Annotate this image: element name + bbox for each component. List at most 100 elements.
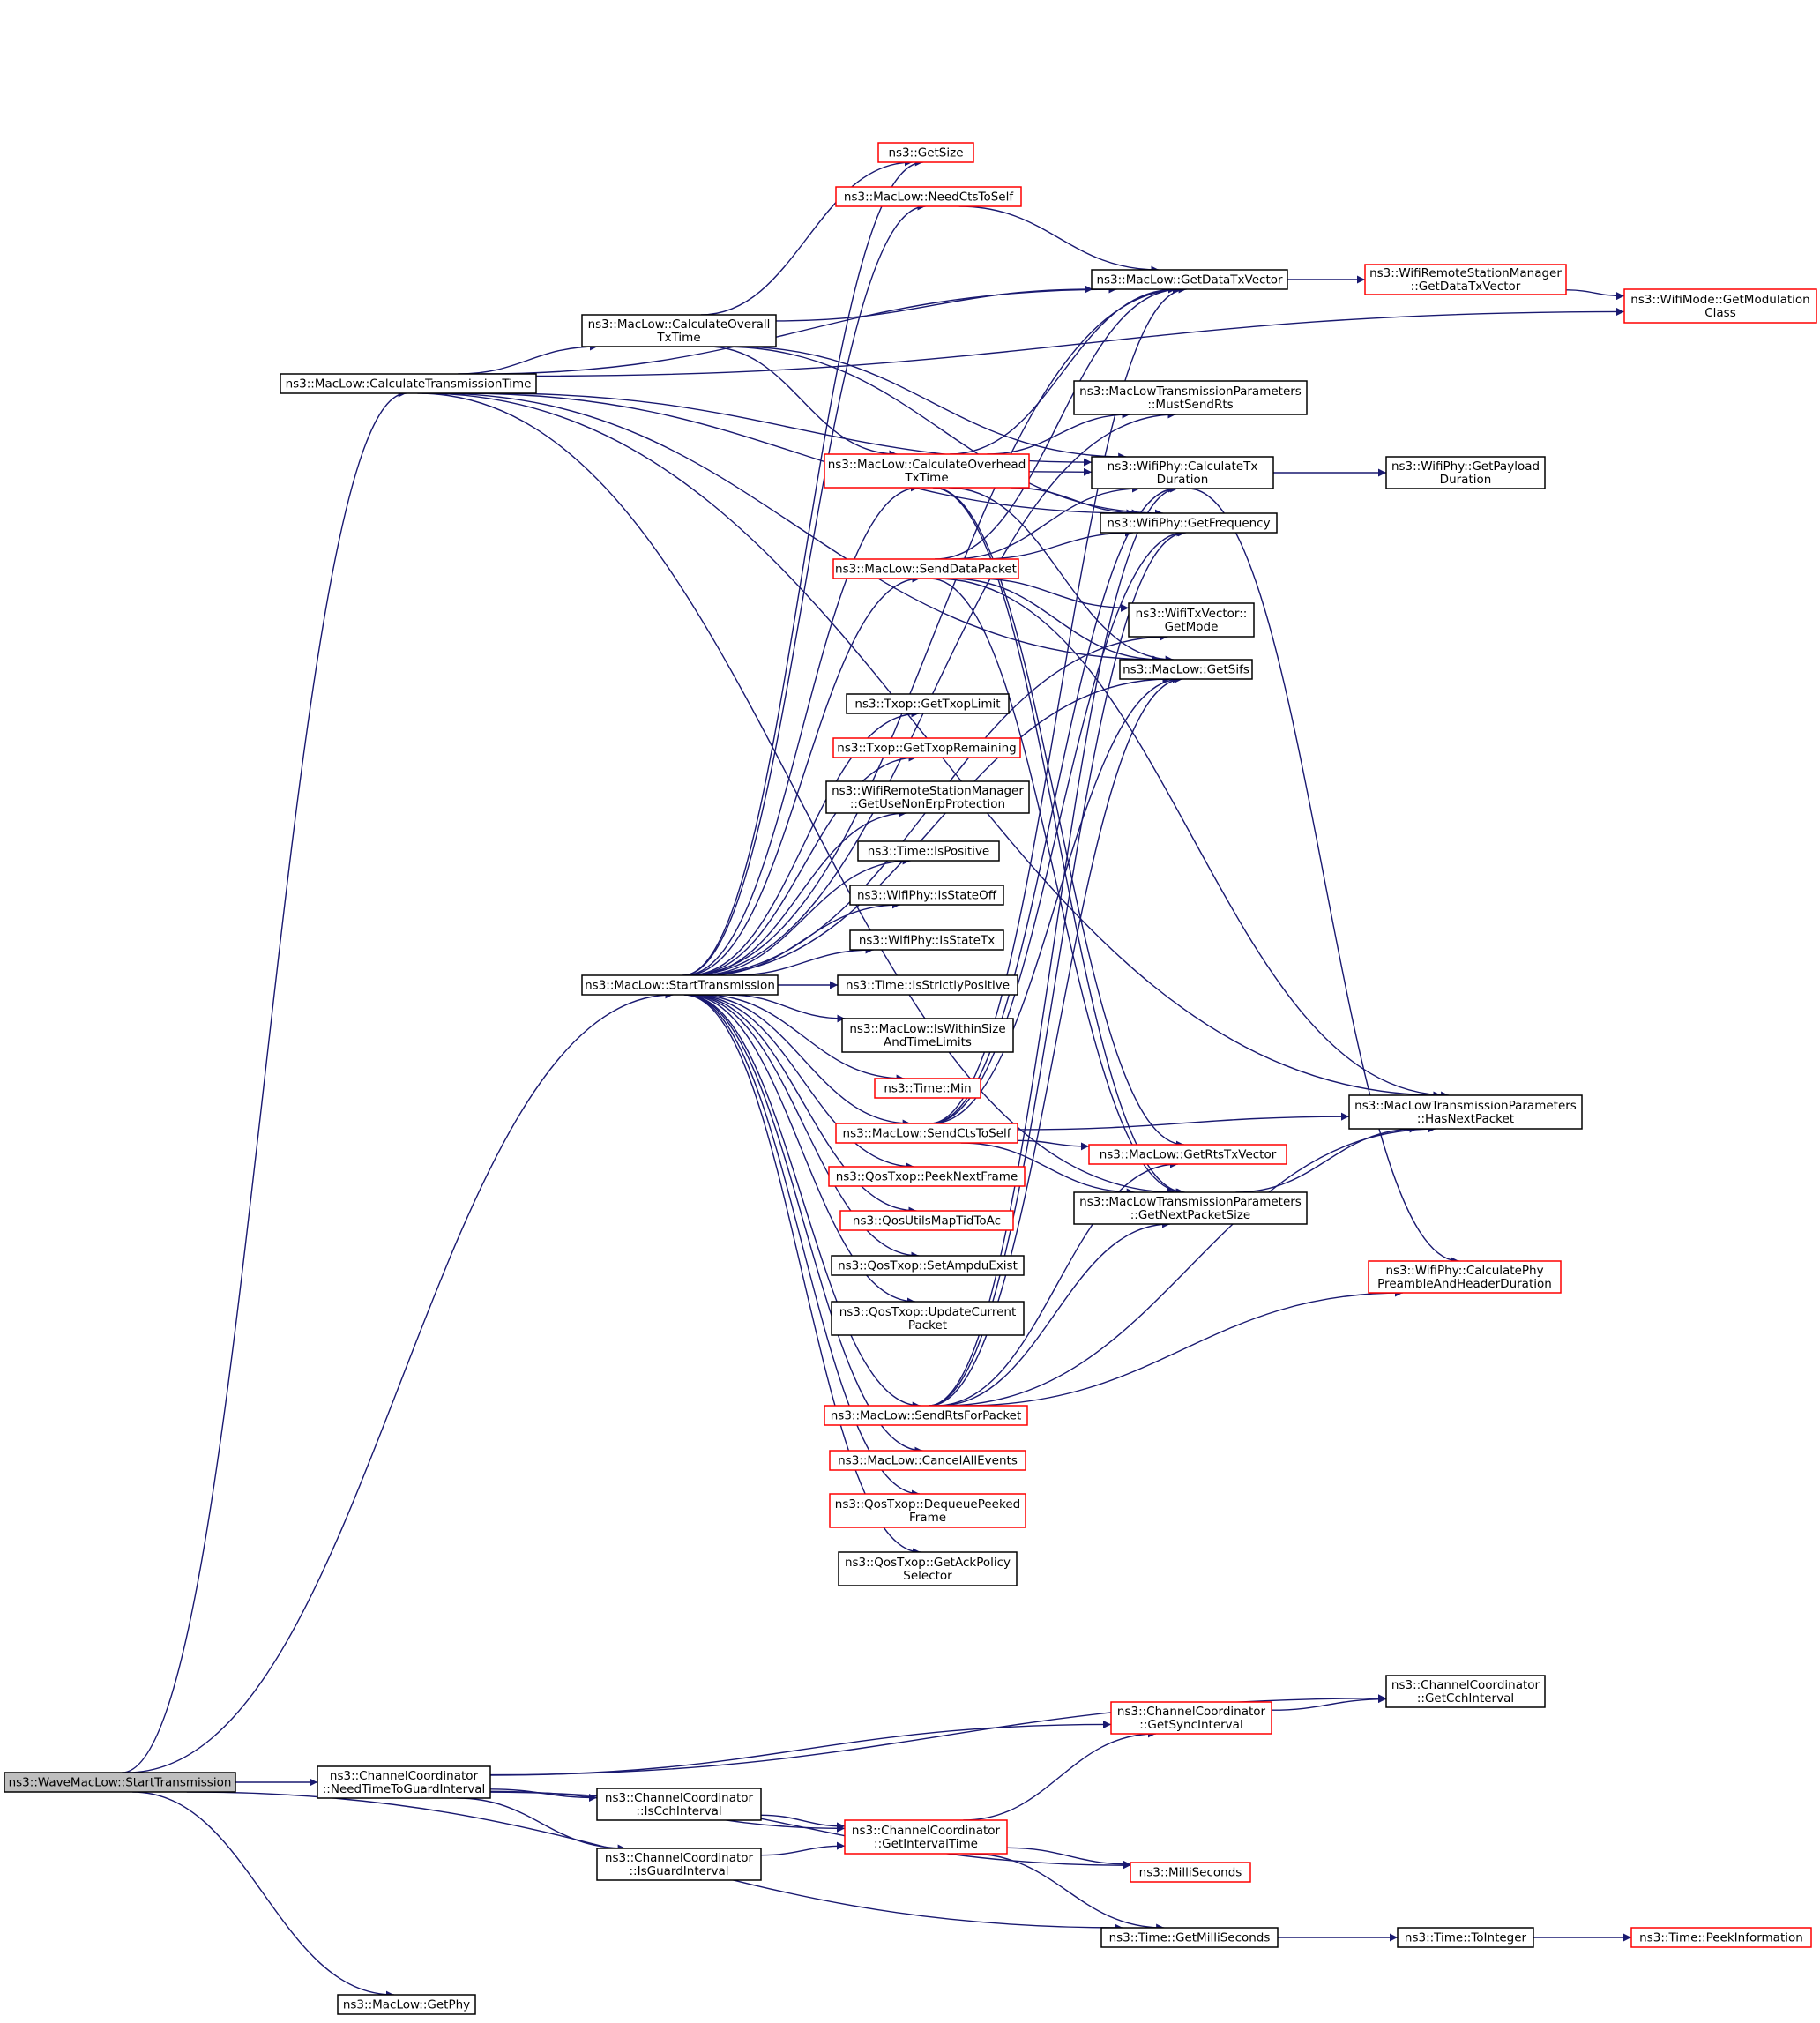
- node-is-positive[interactable]: ns3::Time::IsPositive: [857, 840, 1000, 862]
- call-edge-start_tx-to-txop_remaining: [690, 753, 917, 976]
- node-wrsm-get-data[interactable]: ns3::WifiRemoteStationManager::GetDataTx…: [1364, 264, 1567, 295]
- node-box: [1073, 380, 1308, 415]
- node-box: [837, 974, 1018, 996]
- node-box: [835, 186, 1022, 207]
- node-peek-info[interactable]: ns3::Time::PeekInformation: [1630, 1927, 1812, 1948]
- node-txop-remaining[interactable]: ns3::Txop::GetTxopRemaining: [832, 737, 1021, 758]
- node-time-min[interactable]: ns3::Time::Min: [874, 1078, 981, 1099]
- node-ampdu-exist[interactable]: ns3::QosTxop::SetAmpduExist: [831, 1255, 1025, 1276]
- node-get-data-txv[interactable]: ns3::MacLow::GetDataTxVector: [1091, 269, 1288, 290]
- node-interval-time[interactable]: ns3::ChannelCoordinator::GetIntervalTime: [844, 1819, 1008, 1855]
- call-edge-send_rts-to-get_next_size: [938, 1220, 1171, 1407]
- node-is-cch[interactable]: ns3::ChannelCoordinator::IsCchInterval: [596, 1788, 762, 1821]
- node-label: ns3::MacLow::SendDataPacket: [835, 563, 1017, 577]
- call-edge-calc_tx_time-to-calc_overall: [458, 342, 598, 375]
- call-edge-send_data-to-has_next: [935, 578, 1450, 1100]
- node-label: ns3::MacLow::NeedCtsToSelf: [844, 190, 1014, 205]
- node-label: ns3::Time::PeekInformation: [1639, 1931, 1803, 1945]
- node-box: [828, 1166, 1026, 1187]
- node-label: ::HasNextPacket: [1417, 1112, 1514, 1126]
- call-edge-start_tx-to-state_tx: [733, 945, 874, 976]
- node-label: ns3::WaveMacLow::StartTransmission: [9, 1776, 232, 1790]
- node-box: [832, 558, 1019, 579]
- node-label: ns3::MacLow::IsWithinSize: [849, 1022, 1005, 1036]
- node-label: ::GetDataTxVector: [1411, 280, 1521, 294]
- node-need-time[interactable]: ns3::ChannelCoordinator::NeedTimeToGuard…: [317, 1765, 491, 1799]
- node-get-rts-txv[interactable]: ns3::MacLow::GetRtsTxVector: [1088, 1144, 1287, 1165]
- node-get-next-size[interactable]: ns3::MacLowTransmissionParameters::GetNe…: [1073, 1191, 1308, 1225]
- node-box: [581, 974, 779, 996]
- node-box: [1091, 456, 1274, 489]
- node-state-off[interactable]: ns3::WifiPhy::IsStateOff: [849, 885, 1004, 906]
- node-label: ns3::Time::ToInteger: [1405, 1931, 1527, 1945]
- node-label: ns3::WifiPhy::IsStateOff: [857, 889, 997, 903]
- call-edge-start_tx-to-peek_next: [692, 994, 914, 1171]
- node-label: ns3::MacLow::CalculateOverhead: [828, 458, 1026, 472]
- node-label: ns3::Time::GetMilliSeconds: [1109, 1931, 1271, 1945]
- node-label: ns3::MacLow::GetRtsTxVector: [1100, 1148, 1277, 1162]
- node-has-next[interactable]: ns3::MacLowTransmissionParameters::HasNe…: [1348, 1094, 1583, 1130]
- node-label: ns3::WifiPhy::CalculateTx: [1108, 459, 1258, 474]
- node-txop-limit[interactable]: ns3::Txop::GetTxopLimit: [846, 693, 1010, 714]
- node-label: ns3::WifiMode::GetModulation: [1630, 293, 1809, 307]
- node-to-integer[interactable]: ns3::Time::ToInteger: [1397, 1927, 1534, 1948]
- node-get-freq[interactable]: ns3::WifiPhy::GetFrequency: [1100, 512, 1278, 534]
- call-edge-calc_tx_time-to-get_sifs: [434, 392, 1160, 664]
- node-box: [841, 1018, 1014, 1053]
- node-box: [877, 142, 974, 163]
- node-box: [581, 314, 777, 347]
- node-send-cts[interactable]: ns3::MacLow::SendCtsToSelf: [835, 1123, 1018, 1144]
- node-label: ::MustSendRts: [1147, 398, 1233, 412]
- call-edge-send_data-to-calc_txdur: [951, 484, 1140, 560]
- call-edge-calc_overall-to-get_data_txv: [775, 285, 1093, 322]
- node-non-erp[interactable]: ns3::WifiRemoteStationManager::GetUseNon…: [825, 780, 1030, 814]
- call-edge-start_tx-to-get_sifs: [695, 675, 1171, 976]
- call-edge-calc_tx_time-to-calc_txdur: [492, 392, 1093, 467]
- node-is-guard[interactable]: ns3::ChannelCoordinator::IsGuardInterval: [596, 1848, 762, 1881]
- node-calc-tx-time[interactable]: ns3::MacLow::CalculateTransmissionTime: [280, 373, 537, 394]
- node-cch-interval[interactable]: ns3::ChannelCoordinator::GetCchInterval: [1385, 1675, 1546, 1708]
- node-milliseconds[interactable]: ns3::MilliSeconds: [1130, 1862, 1251, 1883]
- node-label: ::IsCchInterval: [636, 1804, 721, 1818]
- call-edge-calc_overall-to-get_size: [700, 158, 913, 316]
- node-get-mode[interactable]: ns3::WifiTxVector::GetMode: [1128, 602, 1255, 638]
- node-label: ns3::MacLow::StartTransmission: [585, 979, 775, 993]
- call-edge-start_tx-to-is_positive: [697, 856, 911, 976]
- node-get-phy[interactable]: ns3::MacLow::GetPhy: [337, 1994, 476, 2015]
- node-must-send-rts[interactable]: ns3::MacLowTransmissionParameters::MustS…: [1073, 380, 1308, 415]
- node-send-data[interactable]: ns3::MacLow::SendDataPacket: [832, 558, 1019, 579]
- node-map-tid[interactable]: ns3::QosUtilsMapTidToAc: [839, 1210, 1014, 1231]
- call-edge-calc_overhead-to-get_sifs: [948, 487, 1174, 664]
- node-label: ns3::QosTxop::UpdateCurrent: [839, 1305, 1017, 1319]
- call-edge-send_rts-to-get_rts_txv: [936, 1160, 1178, 1407]
- node-label: ns3::Time::IsPositive: [868, 845, 989, 859]
- node-sync-interval[interactable]: ns3::ChannelCoordinator::GetSyncInterval: [1110, 1701, 1272, 1735]
- node-label: ::GetUseNonErpProtection: [850, 797, 1005, 811]
- node-need-cts[interactable]: ns3::MacLow::NeedCtsToSelf: [835, 186, 1022, 207]
- call-edge-is_cch-to-interval_time: [760, 1814, 846, 1831]
- node-start-tx[interactable]: ns3::MacLow::StartTransmission: [581, 974, 779, 996]
- node-get-milli[interactable]: ns3::Time::GetMilliSeconds: [1100, 1927, 1279, 1948]
- node-get-sifs[interactable]: ns3::MacLow::GetSifs: [1119, 659, 1253, 680]
- node-peek-next[interactable]: ns3::QosTxop::PeekNextFrame: [828, 1166, 1026, 1187]
- node-strictly-pos[interactable]: ns3::Time::IsStrictlyPositive: [837, 974, 1018, 996]
- node-box: [1623, 288, 1817, 324]
- node-label: AndTimeLimits: [884, 1035, 972, 1049]
- call-edge-need_time-to-milliseconds: [489, 1791, 1131, 1870]
- node-cancel-all[interactable]: ns3::MacLow::CancelAllEvents: [829, 1450, 1026, 1471]
- node-get-size[interactable]: ns3::GetSize: [877, 142, 974, 163]
- node-preamble-dur[interactable]: ns3::WifiPhy::CalculatePhyPreambleAndHea…: [1368, 1260, 1562, 1294]
- node-send-rts[interactable]: ns3::MacLow::SendRtsForPacket: [824, 1405, 1028, 1426]
- node-state-tx[interactable]: ns3::WifiPhy::IsStateTx: [849, 929, 1004, 951]
- node-label: ns3::ChannelCoordinator: [1391, 1678, 1540, 1692]
- node-label: PreambleAndHeaderDuration: [1377, 1277, 1552, 1291]
